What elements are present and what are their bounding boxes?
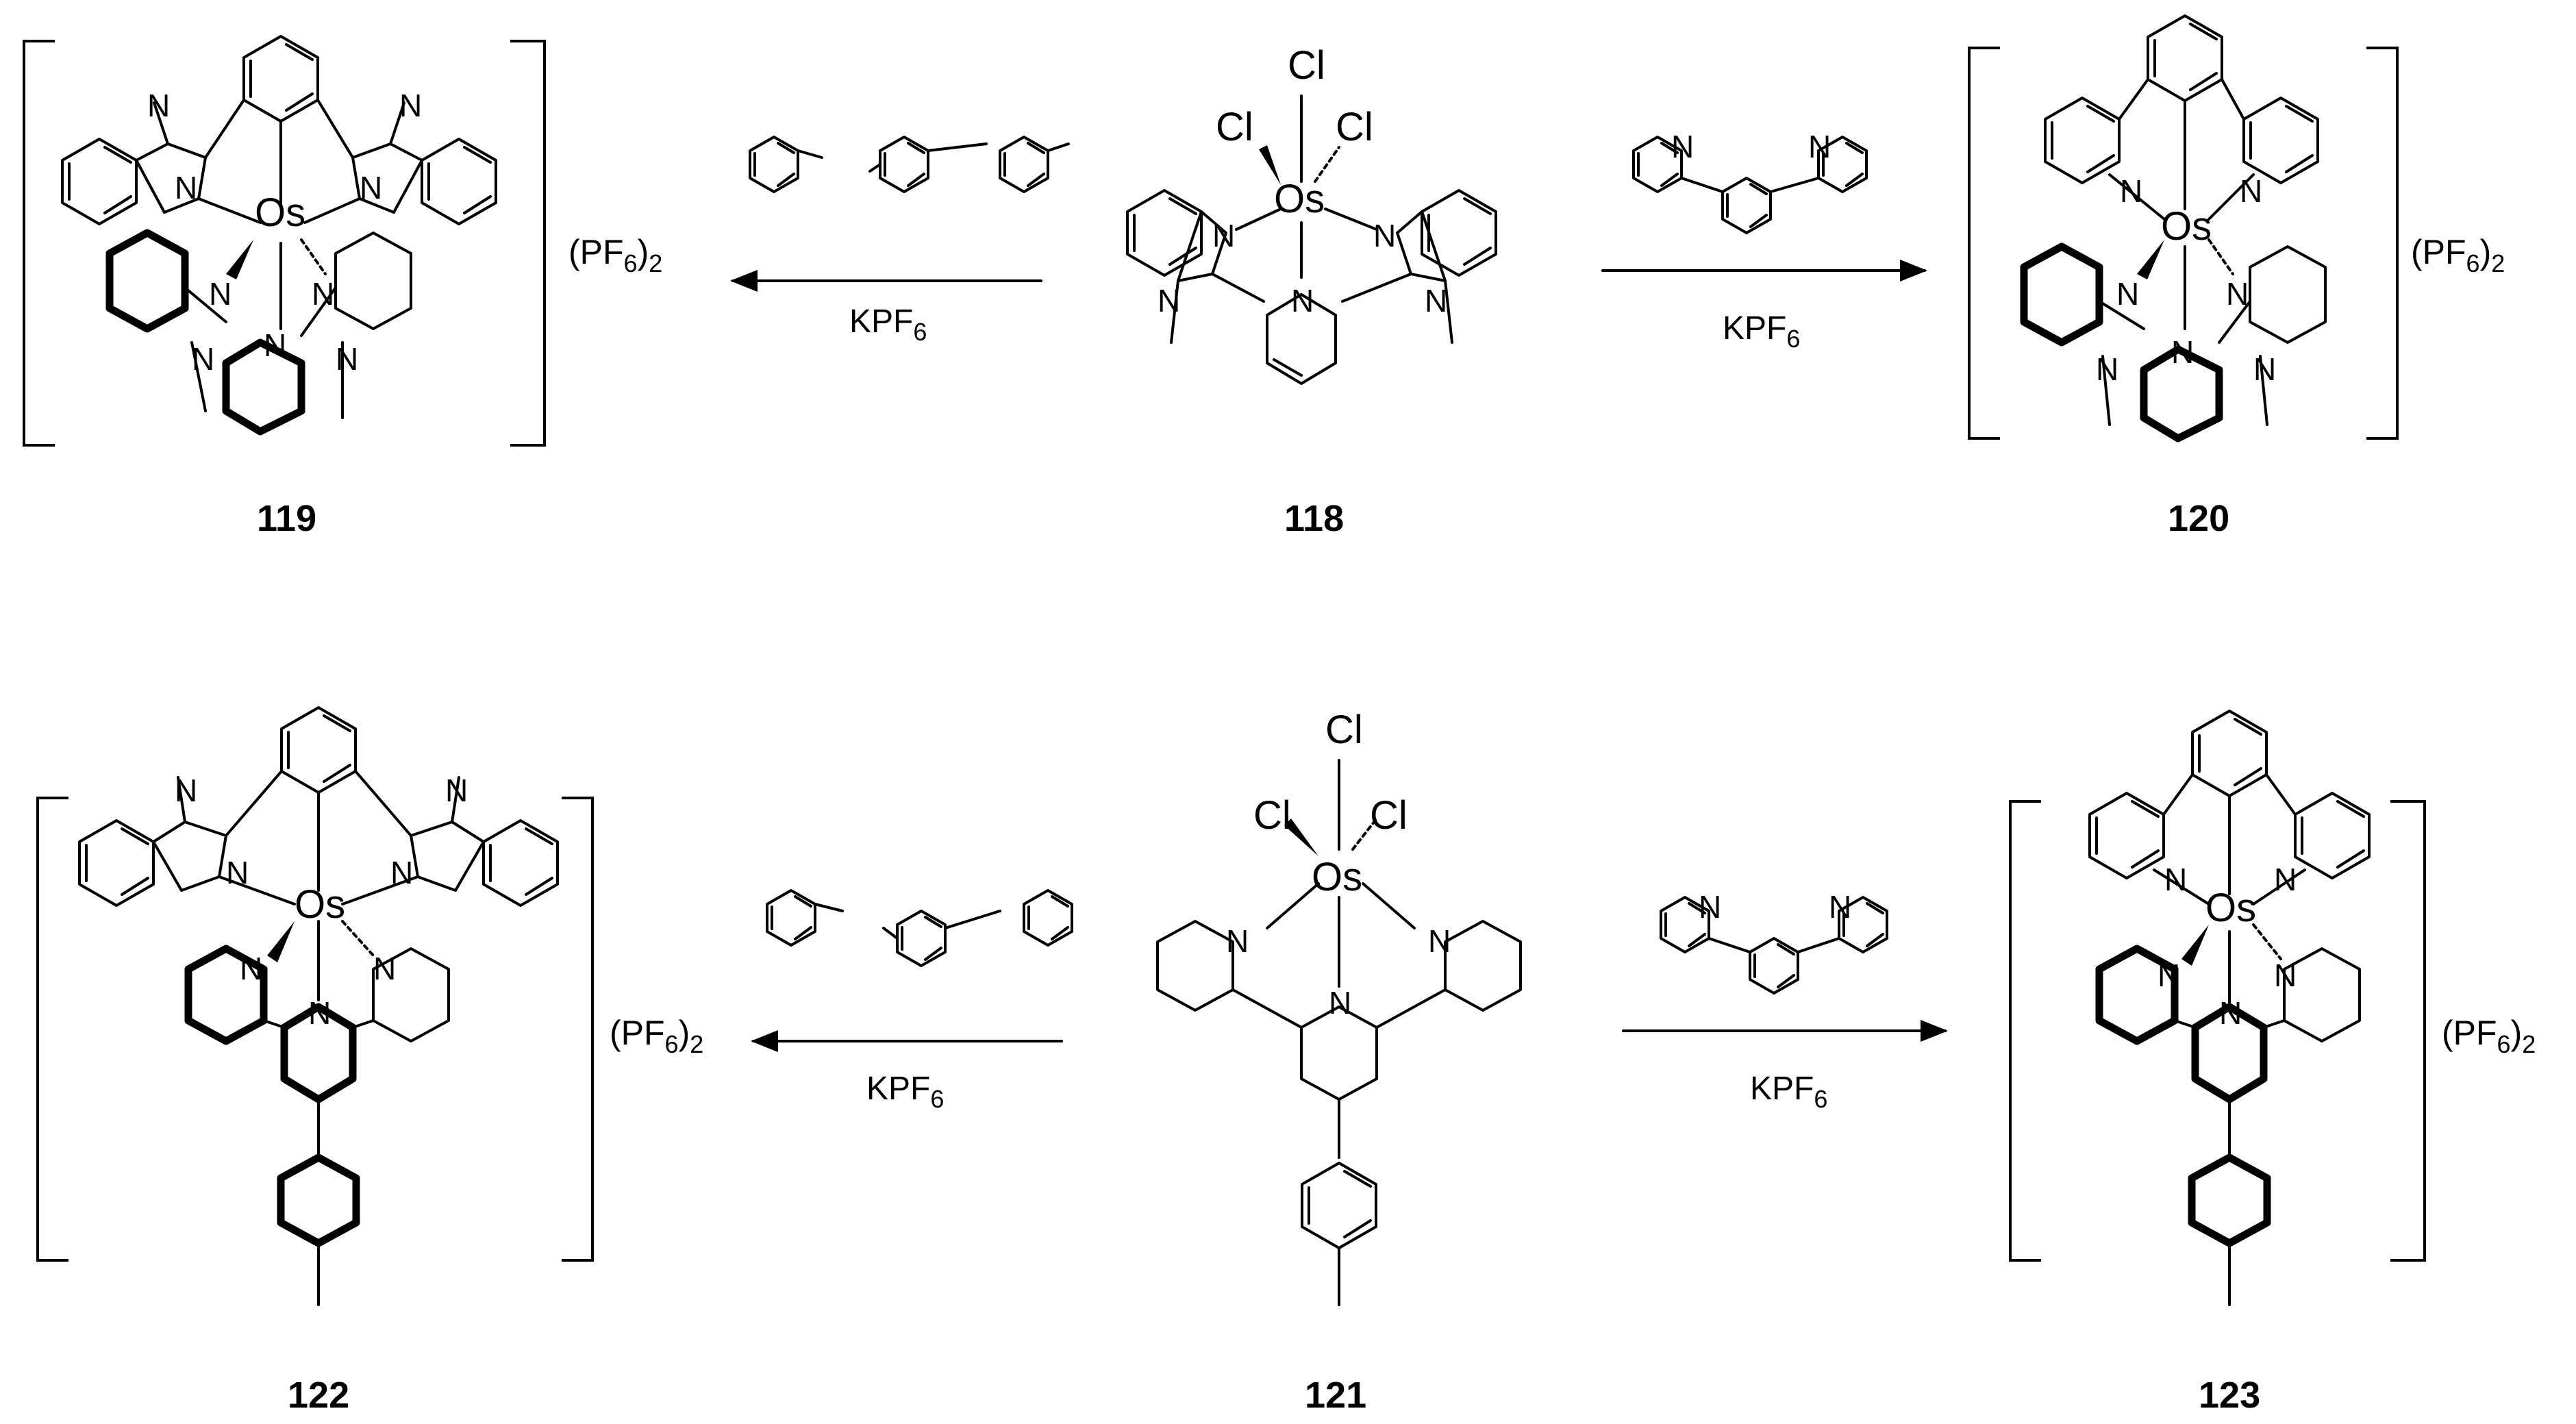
n-atom-118-b: N (1373, 218, 1396, 253)
n-atom-121-a: N (1226, 923, 1249, 959)
compound-119-structure (23, 35, 546, 447)
os-atom-119: Os (255, 190, 305, 235)
n-atom-118-d: N (1158, 283, 1180, 318)
n-atom-123-a: N (2164, 862, 2187, 897)
n-atom-122-a: N (175, 773, 197, 808)
counterion-120: (PF6)2 (2411, 233, 2505, 277)
os-atom-120: Os (2161, 204, 2212, 249)
n-atom-120-a: N (2120, 173, 2142, 209)
compound-label-120: 120 (2168, 498, 2229, 539)
reagent-bis-benzimidazolylbenzene (749, 136, 1070, 193)
n-atom-123-e: N (2219, 995, 2242, 1031)
n-atom-123-c: N (2158, 958, 2180, 993)
compound-118-structure (1126, 95, 1497, 385)
compound-label-119: 119 (257, 498, 316, 539)
cl-atom-118-left: Cl (1216, 105, 1253, 149)
counterion-123: (PF6)2 (2442, 1014, 2536, 1058)
n-atom-120-g: N (2253, 351, 2276, 387)
n-atom-123-d: N (2274, 958, 2297, 993)
n-atom-119-b: N (399, 88, 422, 123)
n-atom-120-e: N (2171, 334, 2194, 370)
n-atom-120-d: N (2226, 276, 2249, 312)
cl-atom-121-right: Cl (1370, 793, 1408, 838)
counterion-119: (PF6)2 (568, 233, 662, 277)
compound-label-121: 121 (1305, 1375, 1366, 1416)
n-atom-reagent-a: N (1671, 129, 1694, 164)
n-atom-119-g: N (264, 327, 286, 363)
os-atom-123: Os (2205, 886, 2256, 930)
counterion-122: (PF6)2 (610, 1014, 703, 1058)
os-atom-121: Os (1312, 855, 1362, 899)
n-atom-122-e: N (240, 951, 262, 986)
compound-label-123: 123 (2199, 1375, 2260, 1416)
n-atom-118-c: N (1291, 283, 1314, 318)
compound-120-structure (1968, 14, 2399, 442)
n-atom-120-f: N (2096, 351, 2118, 387)
reagent-bis-benzimidazolylbenzene-2 (766, 889, 1073, 967)
n-atom-122-f: N (373, 951, 396, 986)
n-atom-122-g: N (308, 995, 331, 1031)
compound-121-structure (1156, 759, 1522, 1306)
n-atom-reagent-b: N (1808, 129, 1831, 164)
n-atom-119-e: N (209, 276, 232, 312)
n-atom-reagent-d: N (1829, 889, 1851, 925)
n-atom-122-d: N (390, 855, 413, 890)
n-atom-120-b: N (2240, 173, 2262, 209)
os-atom-118: Os (1274, 177, 1325, 221)
n-atom-122-b: N (445, 773, 468, 808)
compound-122-structure (36, 706, 594, 1306)
reagent-kpf6-122: KPF6 (866, 1071, 944, 1113)
n-atom-119-i: N (336, 341, 358, 377)
reagent-bis-pyridylbenzene-top (1632, 136, 1868, 234)
reagent-bis-pyridylbenzene-bottom (1660, 896, 1888, 995)
compound-123-structure (2009, 710, 2426, 1306)
cl-atom-118-right: Cl (1336, 105, 1373, 149)
n-atom-120-c: N (2116, 276, 2139, 312)
n-atom-118-a: N (1212, 218, 1235, 253)
reagent-kpf6-120: KPF6 (1723, 310, 1800, 353)
compound-label-122: 122 (288, 1375, 349, 1416)
reagent-kpf6-123: KPF6 (1750, 1071, 1827, 1113)
n-atom-121-b: N (1428, 923, 1451, 959)
n-atom-119-c: N (175, 170, 197, 205)
n-atom-123-b: N (2274, 862, 2297, 897)
cl-atom-121-left: Cl (1253, 793, 1291, 838)
n-atom-121-c: N (1329, 985, 1351, 1021)
reagent-kpf6-119: KPF6 (849, 303, 927, 346)
compound-label-118: 118 (1284, 498, 1344, 539)
n-atom-119-h: N (192, 341, 214, 377)
n-atom-119-a: N (147, 88, 170, 123)
os-atom-122: Os (295, 882, 345, 927)
cl-atom-121-top: Cl (1325, 708, 1363, 752)
n-atom-119-d: N (360, 170, 382, 205)
cl-atom-118-top: Cl (1288, 43, 1325, 88)
n-atom-119-f: N (312, 276, 334, 312)
n-atom-122-c: N (226, 855, 249, 890)
n-atom-118-e: N (1425, 283, 1447, 318)
n-atom-reagent-c: N (1699, 889, 1721, 925)
